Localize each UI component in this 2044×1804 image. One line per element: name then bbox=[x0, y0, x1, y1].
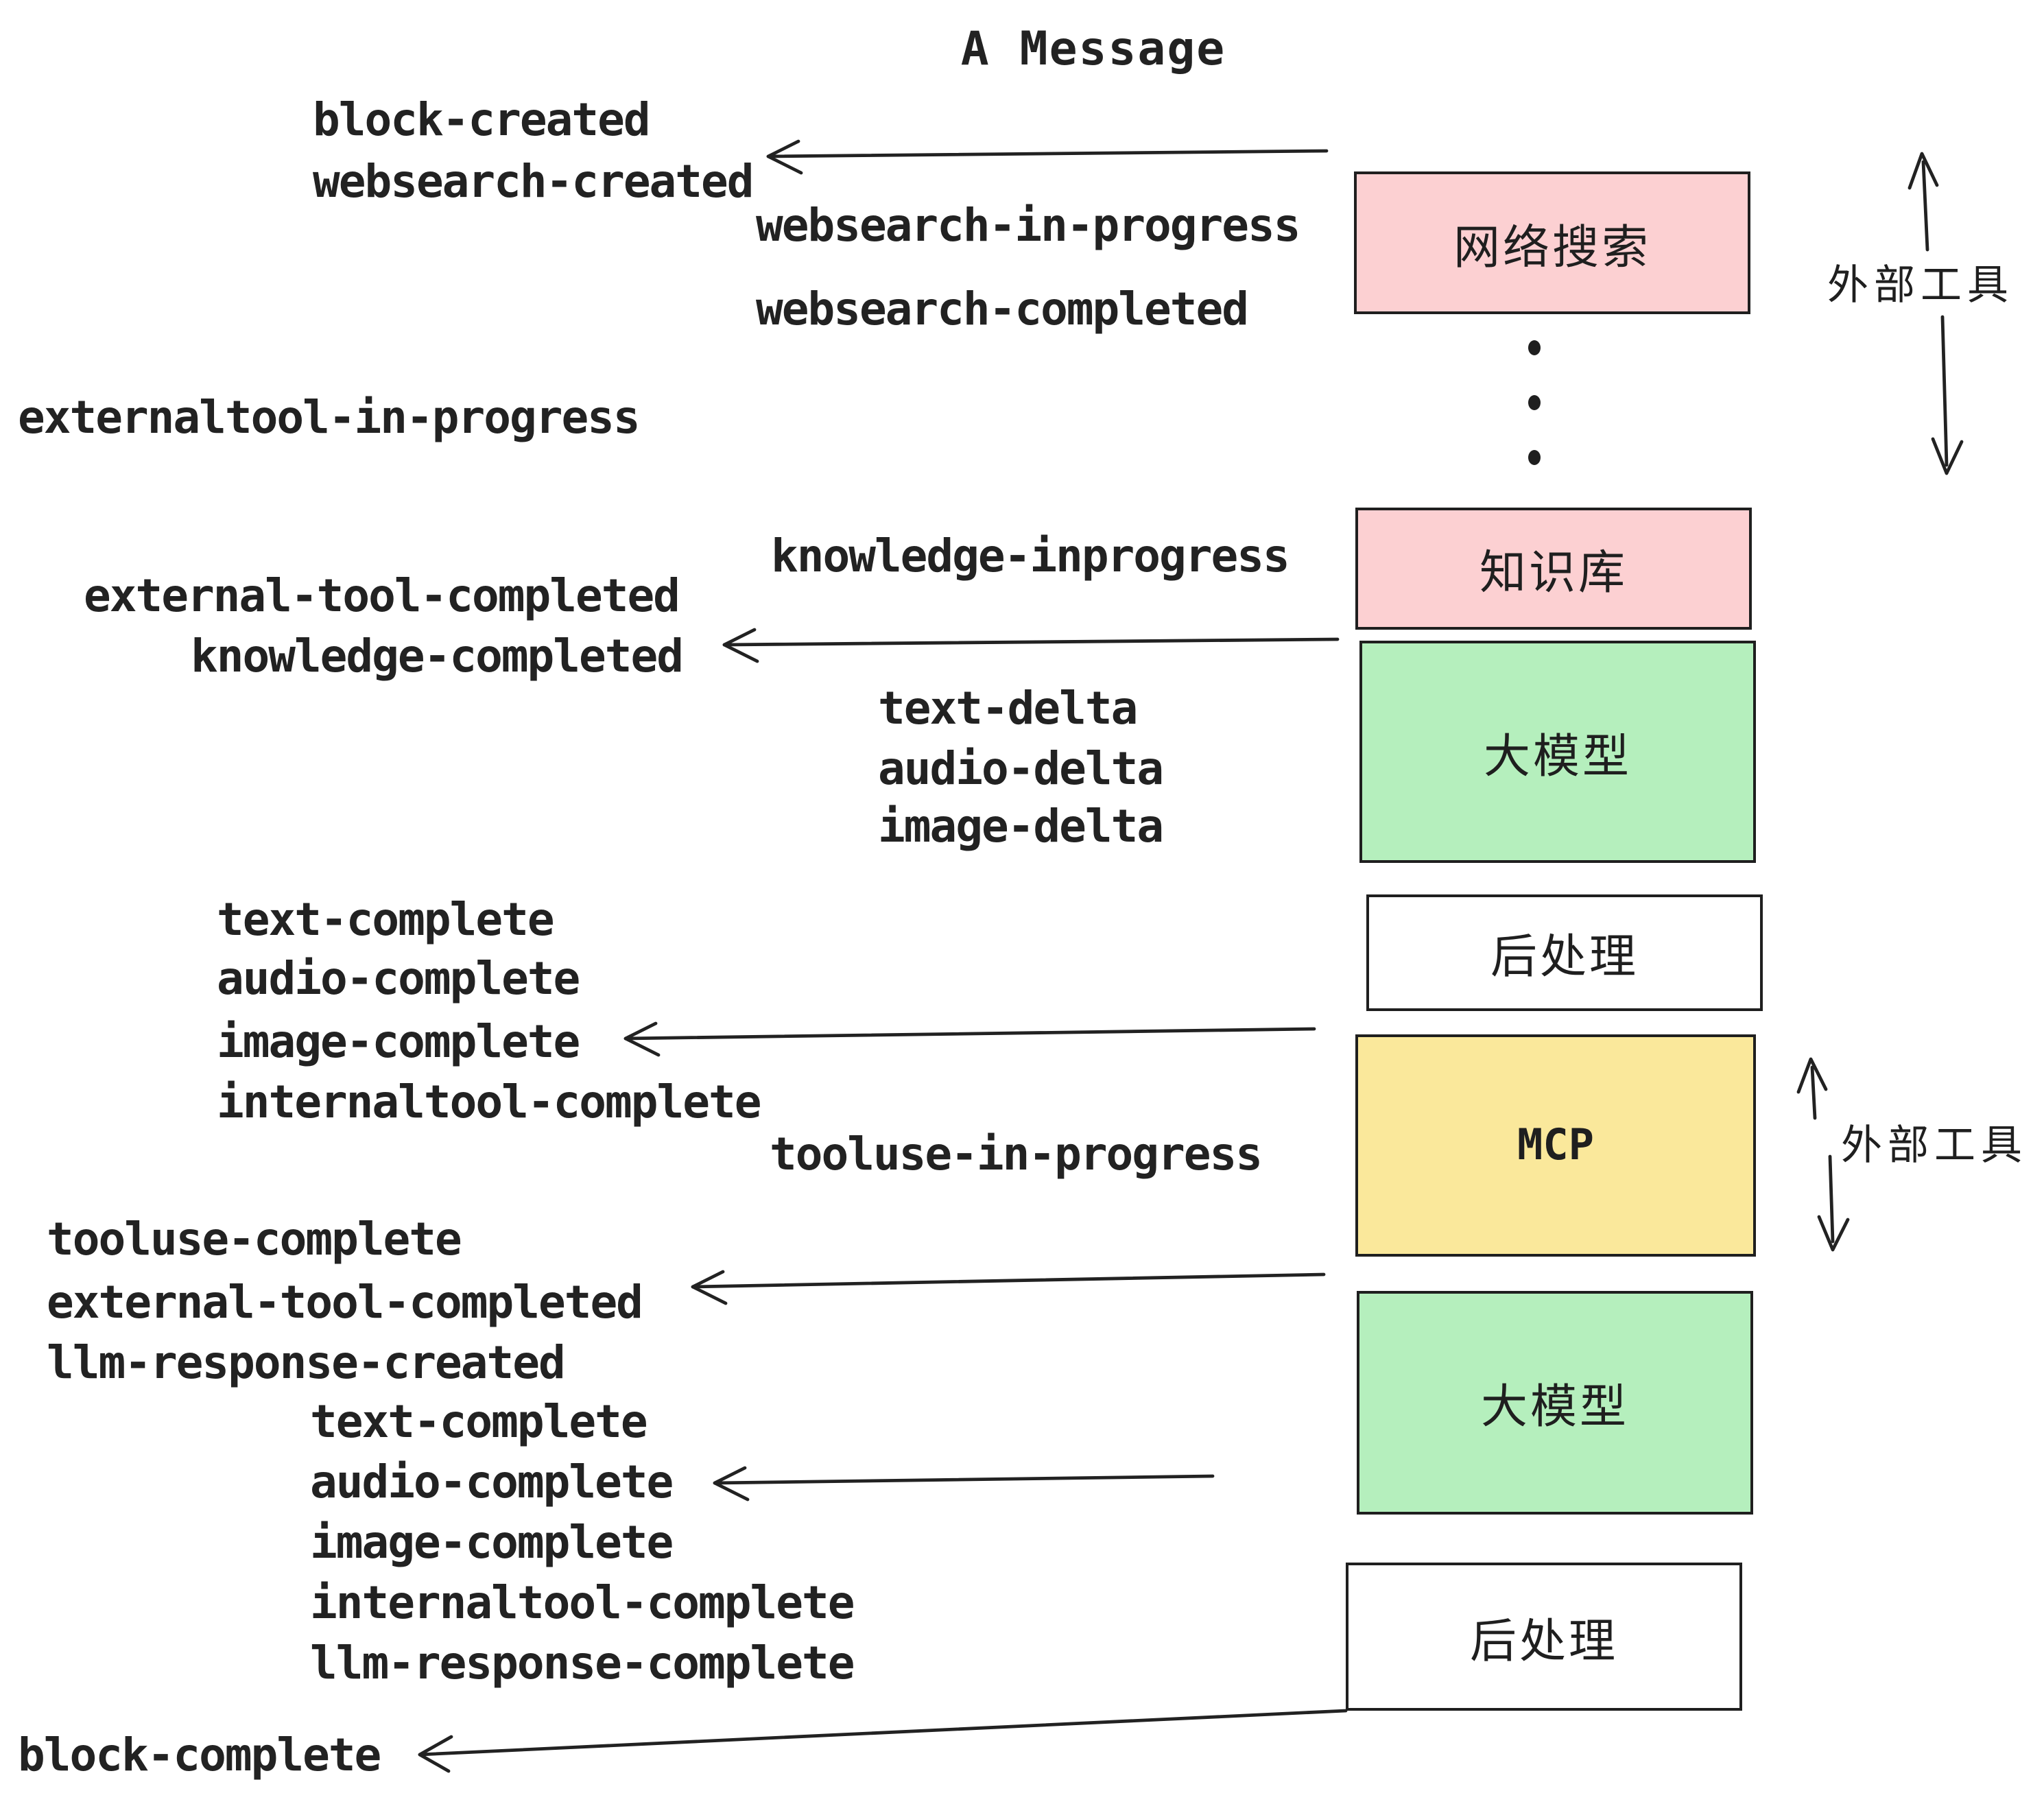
event-label-internaltool-complete-2: internaltool-complete bbox=[310, 1576, 855, 1629]
event-label-block-created: block-created bbox=[313, 93, 651, 146]
arrow-to-external-tool-completed bbox=[691, 1270, 1326, 1305]
box-mcp: MCP bbox=[1355, 1034, 1756, 1257]
box-knowledge-label: 知识库 bbox=[1479, 546, 1628, 601]
event-label-internaltool-complete-1: internaltool-complete bbox=[217, 1075, 761, 1128]
box-llm-1-label: 大模型 bbox=[1484, 729, 1632, 784]
event-label-text-complete-2: text-complete bbox=[310, 1394, 648, 1448]
diagram-title: A Message bbox=[960, 22, 1226, 77]
box-postprocess-1: 后处理 bbox=[1366, 894, 1763, 1011]
event-label-llm-response-created: llm-response-created bbox=[47, 1336, 566, 1389]
event-label-knowledge-completed: knowledge-completed bbox=[191, 629, 684, 683]
external-tools-label-1: 外部工具 bbox=[1827, 262, 2014, 310]
event-label-audio-complete-1: audio-complete bbox=[217, 951, 580, 1005]
box-llm-2: 大模型 bbox=[1357, 1291, 1753, 1515]
box-llm-2-label: 大模型 bbox=[1481, 1380, 1629, 1435]
event-label-websearch-created: websearch-created bbox=[313, 154, 754, 208]
event-label-image-complete-2: image-complete bbox=[310, 1515, 674, 1569]
box-postprocess-1-label: 后处理 bbox=[1490, 930, 1639, 985]
arrow-to-audio-complete bbox=[713, 1466, 1215, 1502]
box-websearch: 网络搜索 bbox=[1354, 171, 1750, 314]
arrow-to-websearch-created bbox=[766, 139, 1329, 175]
event-label-websearch-completed: websearch-completed bbox=[756, 282, 1249, 335]
vertical-ellipsis-icon bbox=[1528, 340, 1541, 465]
event-label-llm-response-complete: llm-response-complete bbox=[310, 1636, 855, 1689]
arrow-to-knowledge-completed bbox=[722, 628, 1340, 663]
box-websearch-label: 网络搜索 bbox=[1453, 220, 1651, 275]
event-label-audio-complete-2: audio-complete bbox=[310, 1455, 674, 1508]
event-label-audio-delta-1: audio-delta bbox=[878, 741, 1164, 795]
external-tools-down-arrow bbox=[1931, 315, 1964, 475]
box-postprocess-2-label: 后处理 bbox=[1470, 1614, 1618, 1669]
box-mcp-label: MCP bbox=[1517, 1121, 1594, 1170]
box-llm-1: 大模型 bbox=[1359, 641, 1756, 863]
event-label-image-complete-1: image-complete bbox=[217, 1014, 580, 1068]
mcp-external-tools-up-arrow bbox=[1796, 1057, 1828, 1120]
event-label-tooluse-in-progress: tooluse-in-progress bbox=[770, 1127, 1263, 1180]
arrow-to-block-complete bbox=[418, 1709, 1348, 1773]
event-label-text-complete-1: text-complete bbox=[217, 892, 555, 946]
event-label-tooluse-complete: tooluse-complete bbox=[47, 1212, 462, 1266]
event-label-external-tool-completed-2: external-tool-completed bbox=[47, 1275, 643, 1329]
event-label-knowledge-inprogress: knowledge-inprogress bbox=[771, 529, 1290, 582]
box-knowledge: 知识库 bbox=[1355, 508, 1752, 630]
event-label-image-delta-1: image-delta bbox=[878, 799, 1164, 853]
external-tools-label-2: 外部工具 bbox=[1841, 1122, 2028, 1170]
event-label-text-delta-1: text-delta bbox=[878, 681, 1138, 735]
event-label-block-complete: block-complete bbox=[18, 1728, 381, 1781]
external-tools-up-arrow bbox=[1908, 152, 1939, 252]
event-label-external-tool-completed-1: external-tool-completed bbox=[84, 569, 680, 622]
arrow-to-image-complete bbox=[623, 1021, 1316, 1057]
event-label-externaltool-in-progress: externaltool-in-progress bbox=[18, 390, 641, 444]
event-label-websearch-in-progress: websearch-in-progress bbox=[756, 198, 1300, 252]
box-postprocess-2: 后处理 bbox=[1346, 1563, 1742, 1711]
